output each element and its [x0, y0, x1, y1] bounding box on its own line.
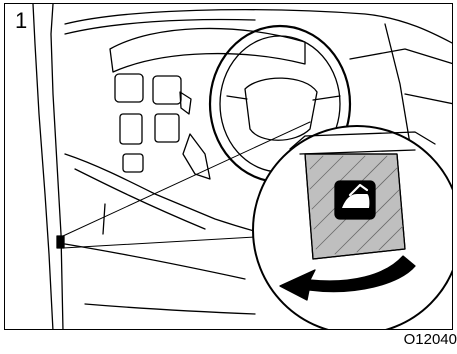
hood-release-icon [335, 181, 375, 219]
center-panel-1 [120, 114, 142, 144]
dashboard-top [65, 10, 453, 44]
step-number: 1 [15, 10, 27, 32]
steering-hub [245, 78, 317, 140]
illustration-frame: 1 [4, 3, 453, 330]
hood-release-lever [57, 236, 64, 248]
center-panel-2 [155, 114, 179, 142]
floor-panel [65, 244, 255, 314]
lower-dashboard [65, 154, 273, 236]
dashboard-illustration [5, 4, 453, 330]
instrument-hood [110, 28, 305, 72]
center-vent-2 [153, 76, 181, 104]
pointer-line-bottom [63, 236, 273, 248]
a-pillar [33, 4, 53, 330]
steering-column [183, 134, 210, 179]
center-vent-1 [115, 74, 143, 102]
figure-code: O12040 [404, 332, 457, 347]
